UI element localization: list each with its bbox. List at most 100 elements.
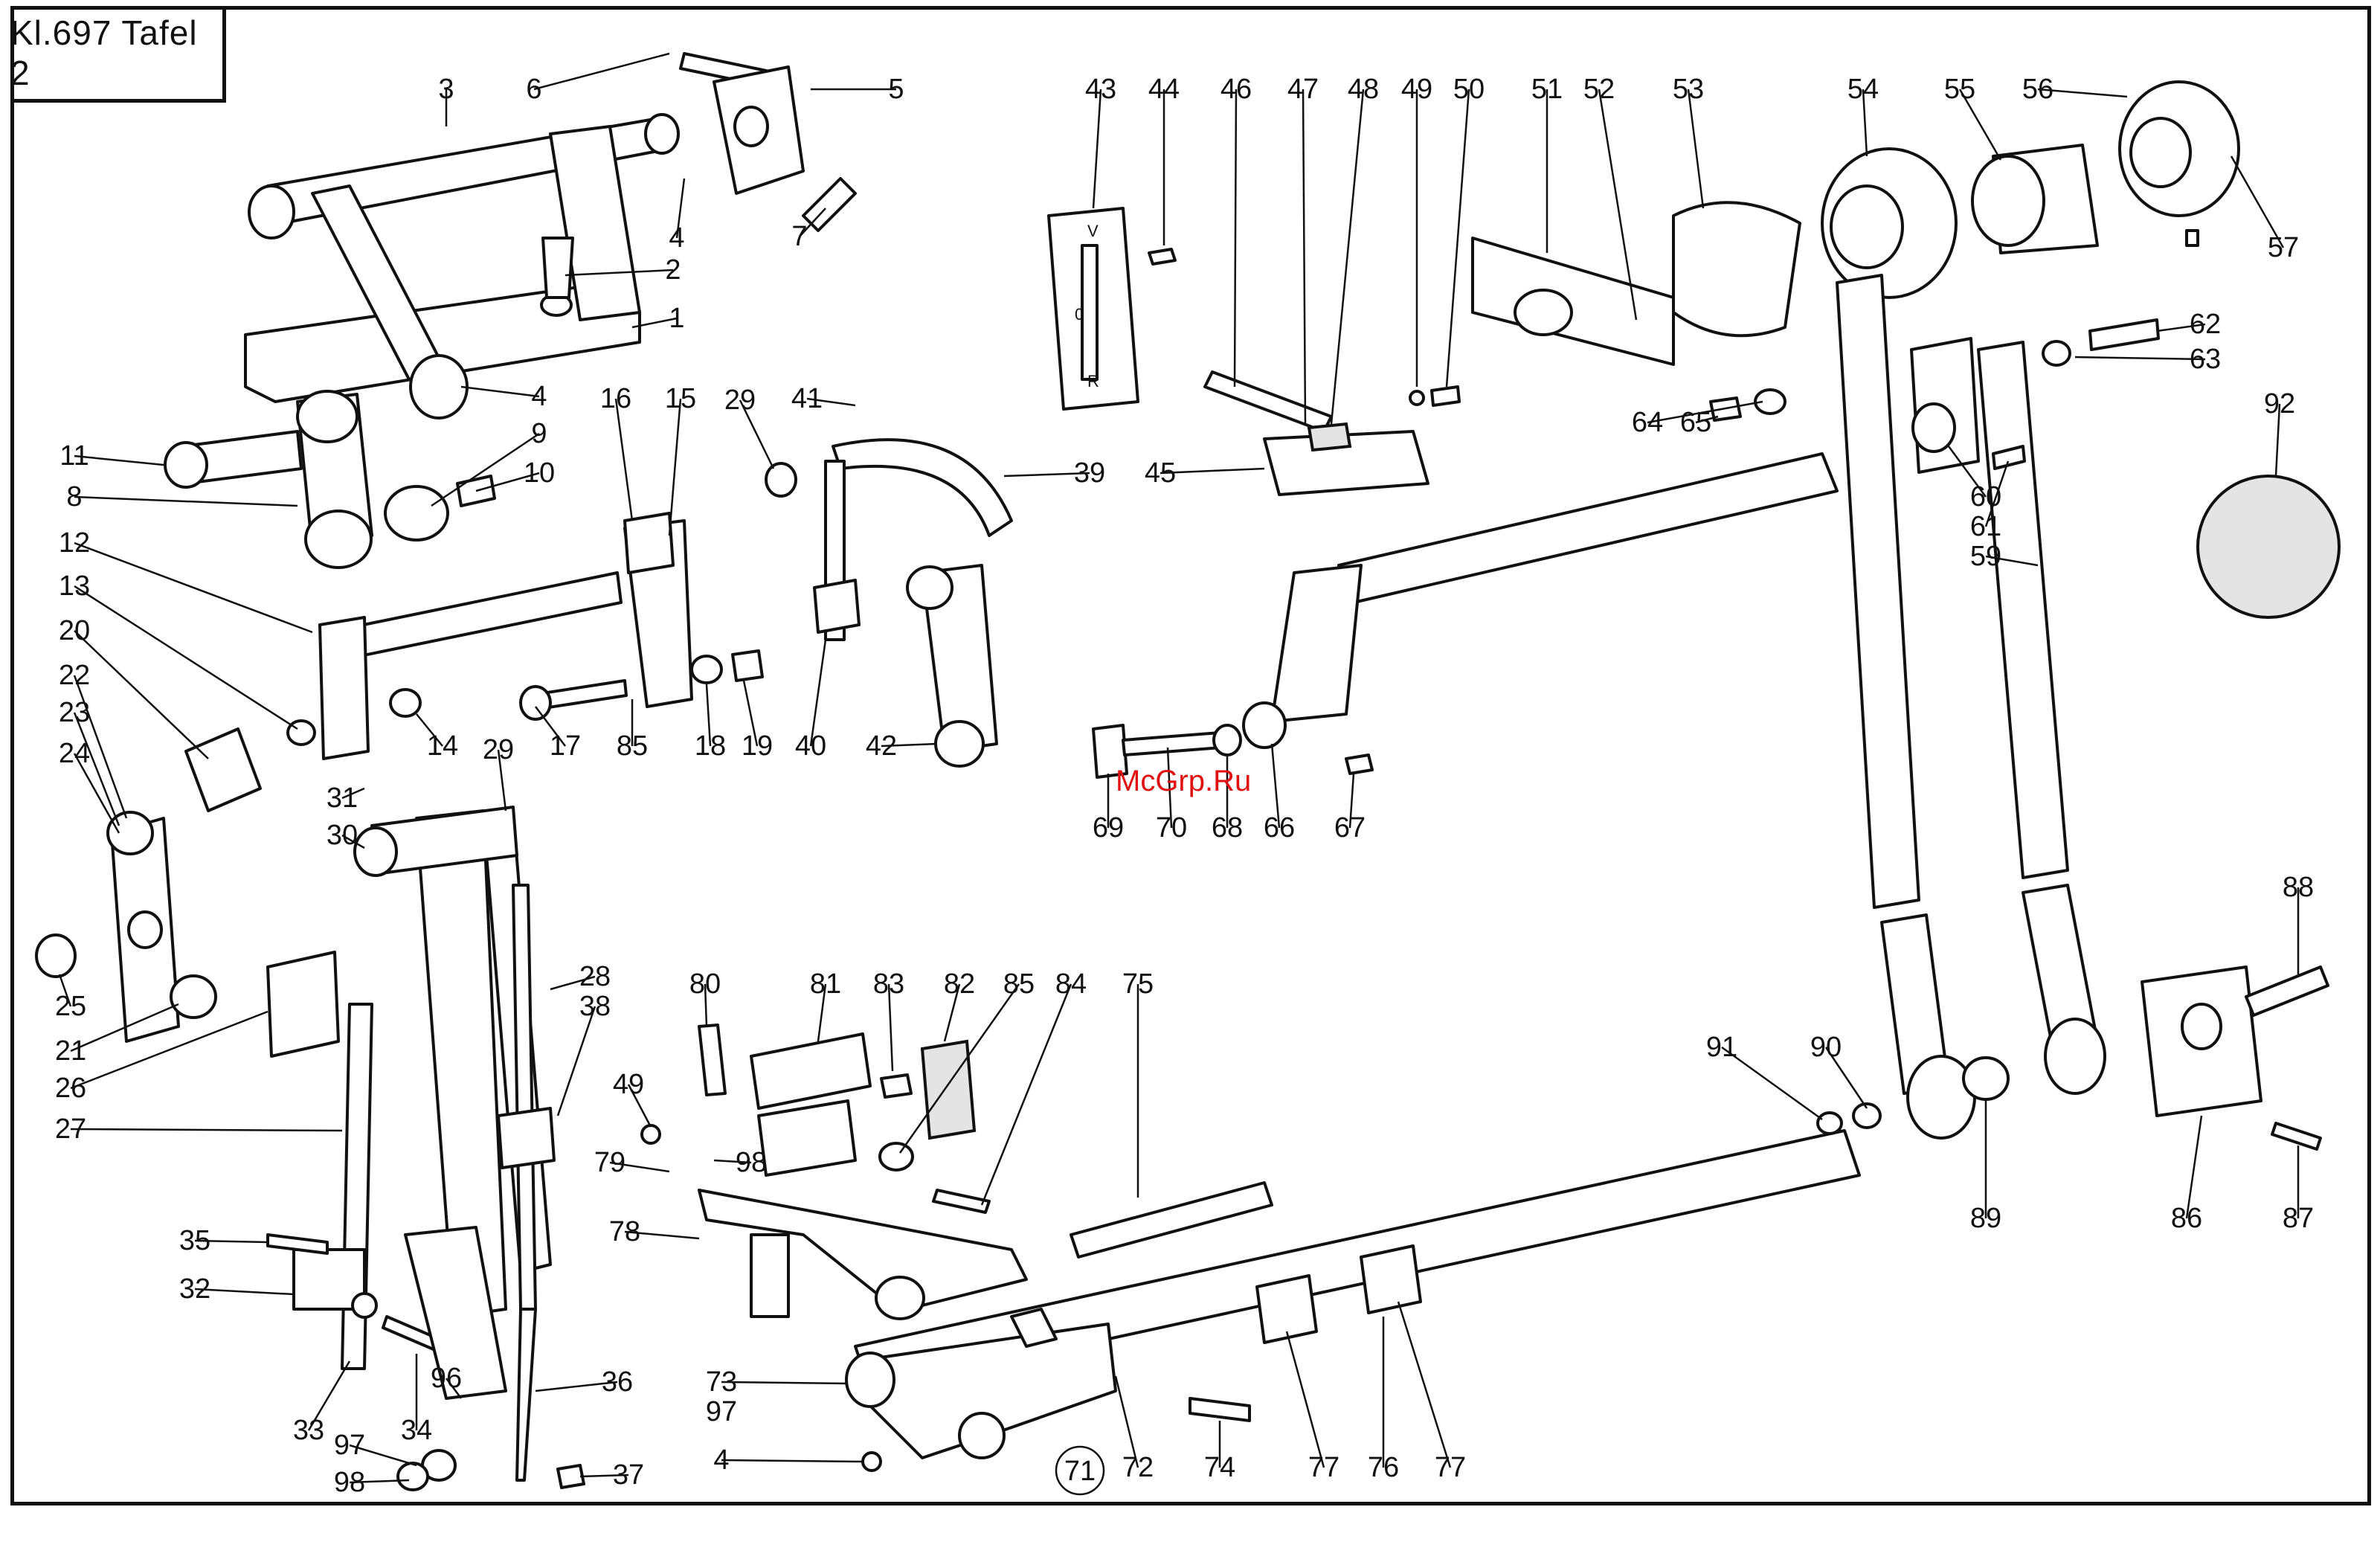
part-81-block <box>750 1032 872 1110</box>
callout-label-86: 86 <box>2171 1203 2202 1234</box>
part-36-needle-bar <box>512 884 537 1311</box>
callout-label-25: 25 <box>55 991 86 1022</box>
part-21-nut <box>170 974 217 1019</box>
callout-label-7: 7 <box>791 221 807 252</box>
leader-line-91 <box>1721 1046 1823 1121</box>
callout-label-89: 89 <box>1970 1203 2001 1234</box>
callout-label-57: 57 <box>2268 232 2299 263</box>
leader-line-16 <box>614 398 634 521</box>
callout-label-24: 24 <box>59 738 90 769</box>
leader-line-57 <box>2230 155 2285 248</box>
part-70-screw <box>1122 731 1223 756</box>
main-shaft-assembly <box>1092 388 1839 779</box>
callout-label-38: 38 <box>579 991 611 1022</box>
part-64-washer <box>1754 388 1786 415</box>
leader-line-4b <box>460 385 540 398</box>
leader-line-61 <box>1984 460 2010 527</box>
part-50-screw <box>1430 385 1461 407</box>
leader-line-62 <box>2156 323 2206 332</box>
callout-circle-71 <box>1055 1445 1105 1496</box>
leader-line-30 <box>341 834 365 849</box>
part-29-screw <box>765 462 797 498</box>
callout-label-71: 71 <box>1064 1456 1096 1487</box>
part-87-screw <box>2271 1122 2322 1151</box>
leader-line-79 <box>609 1161 670 1173</box>
callout-label-4c: 4 <box>713 1445 729 1476</box>
leader-line-47 <box>1302 89 1307 425</box>
callout-label-85a: 85 <box>617 730 648 762</box>
callout-label-5: 5 <box>888 74 904 105</box>
part-43-slot <box>1081 244 1099 381</box>
callout-label-51: 51 <box>1531 74 1563 105</box>
part-4-bushing <box>409 354 469 420</box>
part-18-washer <box>690 655 723 684</box>
part-48-knob <box>1307 422 1352 452</box>
part-20-bracket <box>184 727 262 812</box>
leader-line-78 <box>624 1230 700 1240</box>
leader-line-48 <box>1330 89 1365 425</box>
leader-line-43 <box>1092 89 1102 209</box>
leader-line-50 <box>1445 89 1470 388</box>
part-26-link <box>266 951 340 1058</box>
part-11-pin-head <box>164 441 208 489</box>
callout-label-6: 6 <box>526 74 541 105</box>
leader-line-98b <box>713 1159 752 1164</box>
part-66-eye <box>1242 701 1287 749</box>
callout-label-77b: 77 <box>1435 1452 1466 1483</box>
part-81-jaw <box>757 1099 857 1177</box>
callout-label-23: 23 <box>59 697 90 728</box>
leader-line-66 <box>1270 743 1281 829</box>
part-86-bore <box>2181 1003 2222 1050</box>
leader-line-82 <box>943 983 961 1042</box>
leader-line-10 <box>475 472 540 492</box>
part-80-screw <box>698 1023 727 1096</box>
diagram-border <box>10 6 2371 1505</box>
callout-label-34: 34 <box>401 1415 432 1446</box>
part-78-eye <box>875 1276 925 1320</box>
part-82-pad <box>920 1039 977 1140</box>
part-46-rod <box>1203 370 1333 433</box>
part-92-cap <box>2196 475 2341 619</box>
callout-label-49a: 49 <box>613 1069 644 1100</box>
part-33-nut <box>351 1292 378 1319</box>
leader-line-8 <box>74 495 298 507</box>
leader-line-24 <box>73 753 120 834</box>
leader-line-72 <box>1114 1375 1139 1468</box>
callout-label-32: 32 <box>179 1273 210 1305</box>
cam-assembly <box>1471 80 2240 366</box>
callout-label-22: 22 <box>59 660 90 691</box>
leader-line-42 <box>881 742 938 748</box>
callout-label-46: 46 <box>1220 74 1252 105</box>
callout-label-47: 47 <box>1287 74 1319 105</box>
callout-label-56: 56 <box>2022 74 2053 105</box>
callout-label-53: 53 <box>1673 74 1704 105</box>
part-2-screw <box>541 237 574 299</box>
leader-line-25 <box>58 974 72 1007</box>
leader-line-40 <box>809 639 827 747</box>
callout-label-37: 37 <box>613 1459 644 1491</box>
callout-label-13: 13 <box>59 571 90 602</box>
part-9-collar <box>384 485 449 542</box>
part-84-screw <box>932 1189 991 1214</box>
callout-label-87: 87 <box>2283 1203 2314 1234</box>
leader-line-97a <box>349 1444 417 1467</box>
leader-line-6 <box>533 52 670 91</box>
part-51-bushing <box>1514 289 1573 336</box>
part-45-foot <box>1263 430 1429 496</box>
callout-label-28: 28 <box>579 961 611 992</box>
leader-line-1 <box>631 317 678 329</box>
part-98-nut <box>396 1462 429 1491</box>
leader-line-92 <box>2274 403 2281 477</box>
leader-line-13 <box>74 585 298 730</box>
callout-label-81: 81 <box>810 968 841 1000</box>
callout-label-75: 75 <box>1122 968 1154 1000</box>
callout-label-68: 68 <box>1212 812 1243 843</box>
callout-label-59: 59 <box>1970 541 2001 572</box>
part-53-cam <box>1672 201 1801 338</box>
leader-line-80 <box>704 983 708 1027</box>
callout-label-49b: 49 <box>1401 74 1432 105</box>
part-36-needle <box>515 1308 537 1482</box>
part-12-plate <box>318 616 370 760</box>
part-42-upper-eye <box>906 565 953 610</box>
